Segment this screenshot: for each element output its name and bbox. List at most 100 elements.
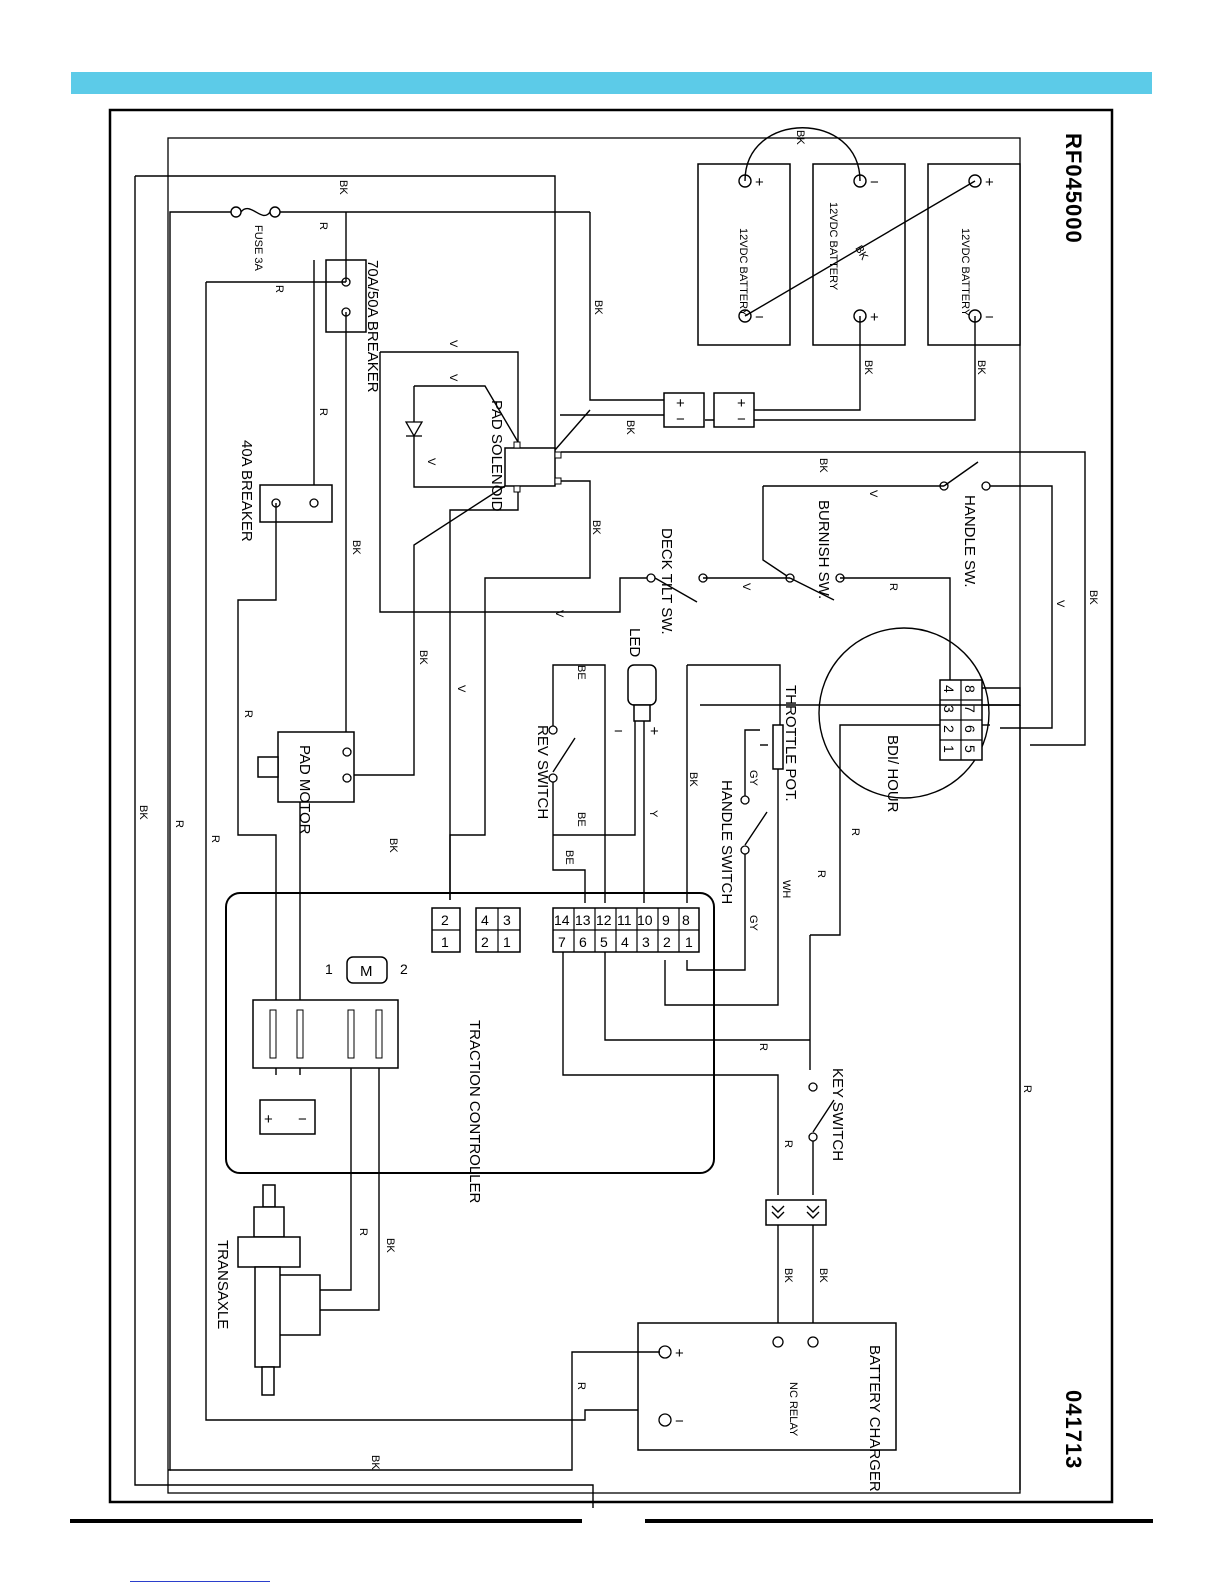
bdi-pin-6: 6 <box>962 725 978 733</box>
pad-motor-label: PAD MOTOR <box>296 745 313 835</box>
wire-label: BK <box>975 360 987 375</box>
conn-4pin-c: 1 <box>503 934 511 950</box>
wire-label: BK <box>387 838 399 853</box>
battery-2-label: 12VDC BATTERY <box>827 202 839 291</box>
ctrl-pin-12: 12 <box>596 912 612 928</box>
handle-switch-label: HANDLE SWITCH <box>718 780 735 904</box>
wire-color-labels: BK BK BK BK BK BK BK R R R V V V BK V BK… <box>137 130 1099 1470</box>
bdi-pin-3: 3 <box>941 705 957 713</box>
ctrl-pin-13: 13 <box>575 912 591 928</box>
fuse-label: FUSE 3A <box>252 225 264 272</box>
led-label: LED <box>626 628 643 657</box>
battery-2-plus: + <box>870 309 879 326</box>
ctrl-pin-3: 3 <box>642 934 650 950</box>
wire-label: GY <box>747 915 759 932</box>
footer-rule-left <box>70 1519 582 1523</box>
wire-label: R <box>887 583 899 591</box>
ctrl-pin-2: 2 <box>663 934 671 950</box>
conn-b-minus: − <box>737 411 746 428</box>
wire-label: V <box>455 685 467 693</box>
conn-a-plus: + <box>676 395 685 412</box>
burnish-sw: BURNISH SW. <box>785 500 845 601</box>
transaxle-label: TRANSAXLE <box>214 1240 231 1329</box>
charger-plus: + <box>675 1345 684 1362</box>
wire-label: BE <box>575 665 587 680</box>
key-switch-label: KEY SWITCH <box>829 1068 846 1161</box>
bdi-pin-1: 1 <box>941 745 957 753</box>
deck-tilt-sw: DECK TILT SW. <box>646 528 708 635</box>
drawing-frame <box>108 108 1114 1504</box>
key-switch: KEY SWITCH <box>808 1068 846 1161</box>
conn-2pin-bottom: 1 <box>441 934 449 950</box>
wire-label: R <box>273 285 285 293</box>
ctrl-pin-9: 9 <box>662 912 670 928</box>
connector-2pin: 2 1 <box>431 907 461 953</box>
diode <box>404 421 424 438</box>
wire-label: BK <box>817 1268 829 1283</box>
wire-label: BK <box>417 650 429 665</box>
wire-label: V <box>867 490 879 498</box>
wire-label: BK <box>590 520 602 535</box>
conn-b-plus: + <box>737 395 746 412</box>
handle-sw-top: HANDLE SW. <box>939 461 991 588</box>
battery-2-minus: − <box>870 174 879 191</box>
wire-label: V <box>553 610 565 618</box>
footer-link-underline <box>130 1581 270 1582</box>
battery-2: − + 12VDC BATTERY <box>812 163 906 346</box>
wire-label: V <box>740 583 752 591</box>
battery-3: + − 12VDC BATTERY <box>927 163 1021 346</box>
ctrl-pin-10: 10 <box>637 912 653 928</box>
pad-solenoid: PAD SOLENOID <box>488 400 562 512</box>
controller-plus: + <box>264 1111 273 1128</box>
wire-label: BK <box>817 458 829 473</box>
wire-label: BK <box>592 300 604 315</box>
charger-connector <box>765 1199 827 1226</box>
bdi-pin-5: 5 <box>962 745 978 753</box>
battery-charger: + − BATTERY CHARGER NC RELAY <box>637 1322 897 1492</box>
controller-14pin-connector: 8 9 10 11 12 13 14 1 2 3 4 5 6 7 <box>552 907 700 953</box>
rev-switch-label: REV SWITCH <box>534 725 551 819</box>
controller-minus: − <box>298 1111 307 1128</box>
ctrl-pin-14: 14 <box>554 912 570 928</box>
wire-label: BE <box>575 812 587 827</box>
wire-label: V <box>425 458 437 466</box>
battery-3-plus: + <box>985 174 994 191</box>
traction-controller-label: TRACTION CONTROLLER <box>466 1020 483 1204</box>
wire-label: R <box>317 408 329 416</box>
ctrl-pin-6: 6 <box>579 934 587 950</box>
motor-pin-1: 1 <box>325 961 333 977</box>
revision-number-text: 041713 <box>1061 1390 1086 1469</box>
nc-relay-label: NC RELAY <box>787 1382 799 1437</box>
ctrl-pin-8: 8 <box>682 912 690 928</box>
rev-switch: REV SWITCH <box>534 725 576 819</box>
battery-connector-a: + − <box>663 392 705 428</box>
wire-label: GY <box>747 770 759 787</box>
wire-label: R <box>815 870 827 878</box>
burnish-sw-label: BURNISH SW. <box>815 500 832 599</box>
wire-label: BK <box>862 360 874 375</box>
led-minus: − <box>614 723 623 740</box>
wire-label: R <box>357 1228 369 1236</box>
ctrl-pin-4: 4 <box>621 934 629 950</box>
ctrl-pin-1: 1 <box>685 934 693 950</box>
battery-1-minus: − <box>755 309 764 326</box>
drawing-number-text: RF045000 <box>1061 133 1086 244</box>
pad-motor: PAD MOTOR <box>257 731 355 835</box>
conn-4pin-d: 2 <box>481 934 489 950</box>
conn-2pin-top: 2 <box>441 912 449 928</box>
wire-label: BK <box>687 772 699 787</box>
connector-4pin: 3 4 1 2 <box>475 907 521 953</box>
battery-1-label: 12VDC BATTERY <box>737 228 749 317</box>
wire-label: R <box>209 835 221 843</box>
wire-label: BK <box>624 420 636 435</box>
battery-1-plus: + <box>755 174 764 191</box>
bdi-hour-meter: 4 3 2 1 8 7 6 5 BDI/ HOUR <box>818 627 990 813</box>
conn-a-minus: − <box>676 411 685 428</box>
motor-pin-2: 2 <box>400 961 408 977</box>
wire-label: R <box>757 1043 769 1051</box>
deck-tilt-sw-label: DECK TILT SW. <box>658 528 675 635</box>
pad-solenoid-label: PAD SOLENOID <box>488 400 505 512</box>
battery-3-minus: − <box>985 309 994 326</box>
conn-4pin-b: 4 <box>481 912 489 928</box>
